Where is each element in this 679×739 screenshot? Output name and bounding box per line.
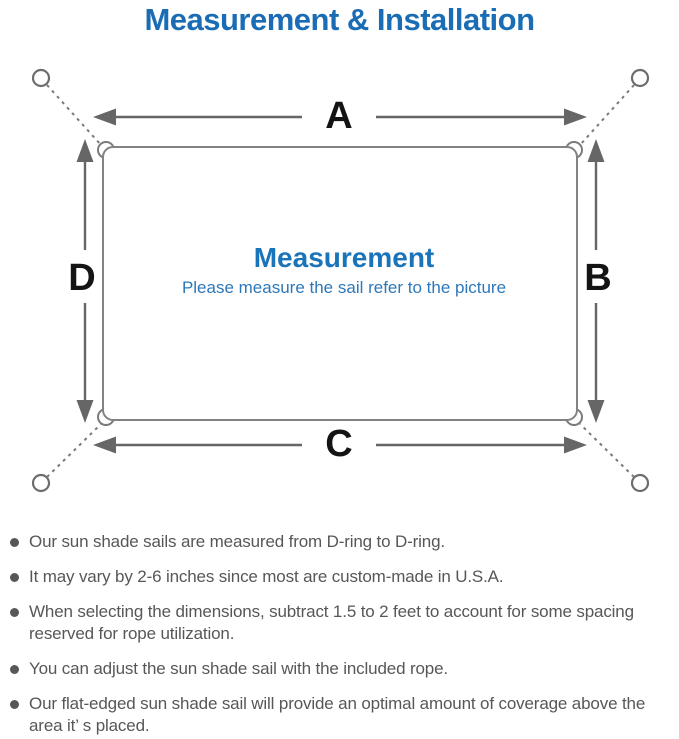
note-text: It may vary by 2-6 inches since most are… — [29, 567, 504, 586]
dimension-arrow-a: A — [93, 95, 587, 137]
note-item: When selecting the dimensions, subtract … — [10, 601, 675, 645]
notes-list: Our sun shade sails are measured from D-… — [10, 531, 675, 739]
diagram-center-title: Measurement — [254, 242, 435, 273]
bullet-icon — [10, 700, 19, 709]
dimension-arrow-d: D — [68, 139, 96, 423]
note-item: Our flat-edged sun shade sail will provi… — [10, 693, 675, 737]
bullet-icon — [10, 608, 19, 617]
measurement-diagram: A C D B Measurement Please meas — [31, 68, 650, 493]
note-item: You can adjust the sun shade sail with t… — [10, 658, 675, 680]
dimension-label-d: D — [68, 257, 95, 299]
dimension-arrow-c: C — [93, 423, 587, 465]
dimension-arrow-b: B — [584, 139, 612, 423]
dimension-label-a: A — [325, 95, 352, 137]
shade-sail-outline — [102, 146, 578, 421]
note-item: It may vary by 2-6 inches since most are… — [10, 566, 675, 588]
anchor-ring-top-right-icon — [630, 68, 650, 88]
rope-dashed-lines — [46, 84, 635, 478]
page-title: Measurement & Installation — [144, 2, 535, 37]
note-text: You can adjust the sun shade sail with t… — [29, 659, 448, 678]
rope-bottom-left — [46, 423, 102, 478]
anchor-point-icons — [31, 68, 650, 493]
rope-top-left — [46, 84, 102, 146]
dimension-label-c: C — [325, 423, 352, 465]
bullet-icon — [10, 538, 19, 547]
note-text: Our sun shade sails are measured from D-… — [29, 532, 445, 551]
note-text: Our flat-edged sun shade sail will provi… — [29, 694, 646, 735]
dimension-label-b: B — [584, 257, 611, 299]
bullet-icon — [10, 573, 19, 582]
anchor-ring-top-left-icon — [31, 68, 51, 88]
anchor-ring-bottom-left-icon — [31, 473, 51, 493]
note-item: Our sun shade sails are measured from D-… — [10, 531, 675, 553]
diagram-center-subtitle: Please measure the sail refer to the pic… — [182, 278, 506, 297]
anchor-ring-bottom-right-icon — [630, 473, 650, 493]
bullet-icon — [10, 665, 19, 674]
rope-top-right — [579, 84, 635, 146]
rope-bottom-right — [579, 423, 635, 478]
note-text: When selecting the dimensions, subtract … — [29, 602, 634, 643]
